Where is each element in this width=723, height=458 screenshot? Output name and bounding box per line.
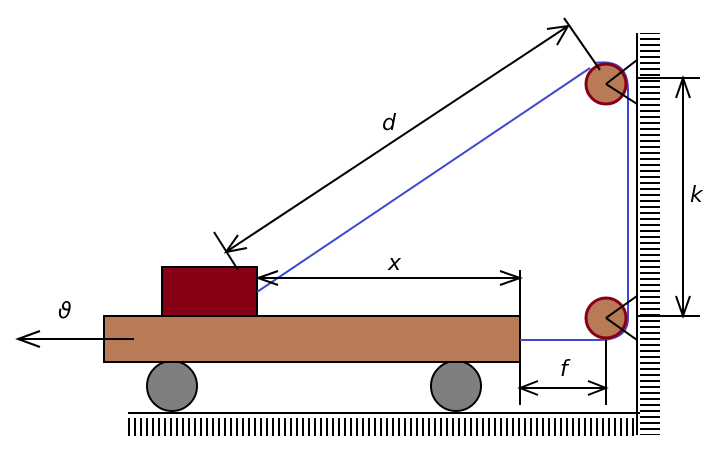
right-wheel <box>430 360 482 412</box>
cart-platform <box>103 315 521 363</box>
label-x: x <box>387 251 402 276</box>
dimension-k <box>637 74 700 320</box>
bottom-pulley <box>584 295 638 341</box>
label-d: d <box>382 111 397 136</box>
wall <box>636 33 660 435</box>
label-k: k <box>690 183 704 208</box>
dimension-x <box>254 270 524 316</box>
velocity-arrow <box>15 330 134 348</box>
rope <box>256 61 629 341</box>
dimension-d <box>213 17 601 271</box>
ground <box>128 412 640 436</box>
left-wheel <box>146 360 198 412</box>
dimension-f <box>517 340 609 405</box>
label-velocity: ϑ <box>58 299 72 324</box>
top-pulley <box>584 59 638 106</box>
label-f: f <box>560 357 571 382</box>
block <box>161 266 258 317</box>
